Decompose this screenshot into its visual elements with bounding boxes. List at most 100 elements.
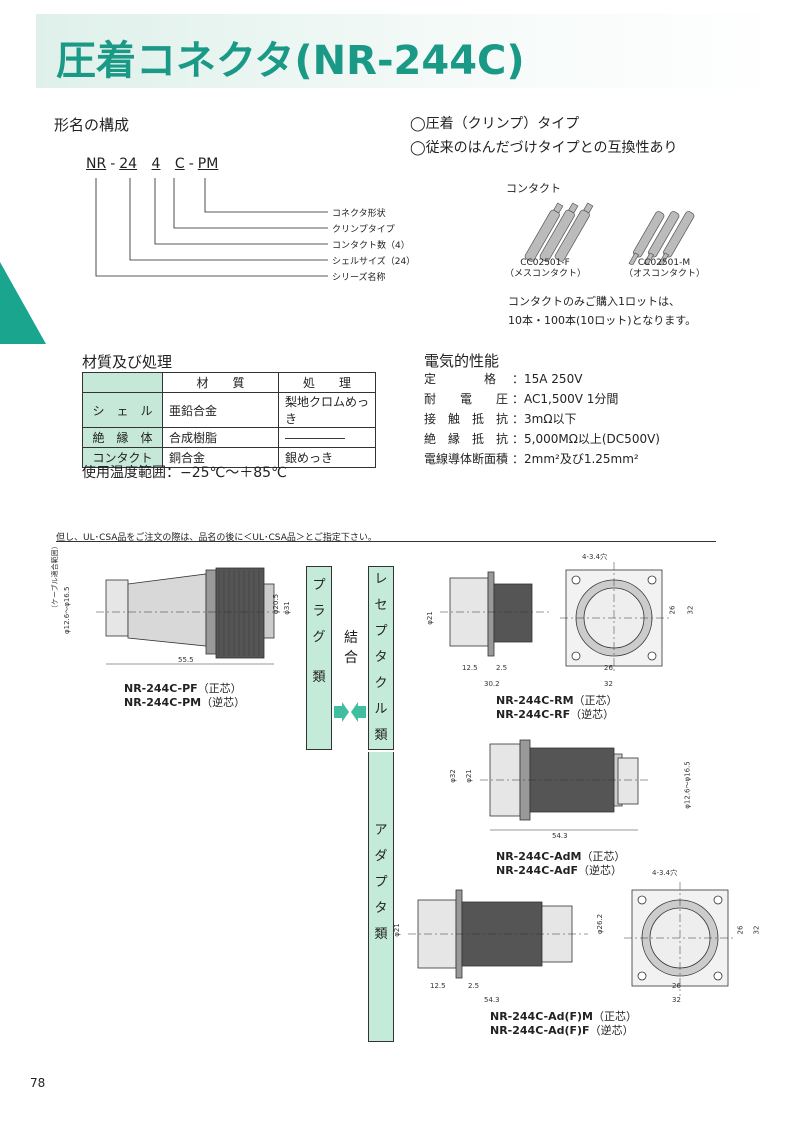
mate-char: 結 (344, 630, 358, 646)
adp-char: 類 (374, 927, 388, 942)
features: ◯圧着（クリンプ）タイプ ◯従来のはんだづけタイプとの互換性あり (410, 112, 678, 160)
plug-char: 類 (312, 670, 326, 685)
adm-length-dim: 54.3 (552, 832, 568, 840)
spec-label: 電線導体断面積 (424, 452, 509, 466)
adf-d2-dim: φ26.2 (596, 913, 605, 935)
electrical-specs: 定 格：15A 250V 耐 電 圧：AC1,500V 1分間 接 触 抵 抗：… (424, 370, 660, 470)
adm-model-2: NR-244C-AdF (496, 864, 578, 877)
plug-char: グ (312, 630, 326, 645)
rec-b-dim: 2.5 (496, 664, 508, 672)
adm-d1-dim: φ21 (464, 769, 473, 783)
adm-model-1: NR-244C-AdM (496, 850, 582, 863)
adm-cable-dim: φ12.6〜φ16.5 (683, 761, 692, 809)
table-header-row: 材 質 処 理 (82, 372, 376, 393)
adf-s1-dim: 26 (672, 982, 681, 990)
row-part: シ ェ ル (82, 392, 163, 428)
adm-d2-dim: φ32 (448, 769, 457, 783)
adm-note-2: （逆芯） (578, 864, 622, 877)
legend-contacts: コンタクト数（4） (332, 241, 410, 251)
spec-row: 接 触 抵 抗：3mΩ以下 (424, 410, 660, 430)
mate-char: 合 (344, 650, 358, 666)
plug-char: ラ (312, 604, 326, 619)
row-treatment: 梨地クロムめっき (278, 392, 376, 428)
contact-purchase-note: コンタクトのみご購入1ロットは、 10本・100本(10ロット)となります。 (508, 292, 696, 330)
table-row: 絶 縁 体 合成樹脂 ――――― (82, 427, 376, 448)
part-number-legend: コネクタ形状 クリンプタイプ コンタクト数（4） シェルサイズ（24） シリーズ… (332, 206, 415, 286)
contact-note-line1: コンタクトのみご購入1ロットは、 (508, 295, 680, 308)
pn-shell: 24 (119, 156, 138, 172)
rec-d-dim: φ21 (425, 611, 434, 625)
plug-note-2: （逆芯） (201, 696, 246, 709)
adp-char: ア (374, 823, 388, 838)
row-part: 絶 縁 体 (82, 427, 163, 448)
ul-note-rule (56, 541, 716, 542)
row-part: コンタクト (82, 447, 163, 468)
adp-char: タ (374, 901, 388, 916)
spec-value: ：15A 250V (512, 372, 583, 386)
spec-value: ：5,000MΩ以上(DC500V) (512, 432, 660, 446)
legend-series: シリーズ名称 (332, 273, 386, 283)
spec-row: 定 格：15A 250V (424, 370, 660, 390)
plug-note-1: （正芯） (197, 682, 242, 695)
adapter-m-drawing (480, 739, 650, 831)
rec-char: タ (374, 650, 388, 665)
female-contact-code: CC02501-F (520, 258, 570, 268)
rec-s2-dim: 32 (604, 680, 613, 688)
adp-char: ダ (374, 849, 388, 864)
adf-d-dim: φ21 (392, 923, 401, 937)
rec-char: ル (374, 702, 388, 717)
rec-s1v-dim: 26 (668, 605, 677, 615)
adf-b-dim: 2.5 (468, 982, 480, 990)
electrical-heading: 電気的性能 (424, 352, 500, 370)
rec-c-dim: 30.2 (484, 680, 500, 688)
adf-note-2: （逆芯） (589, 1024, 634, 1037)
pn-sep1: - (110, 156, 116, 172)
page-number: 78 (30, 1076, 46, 1090)
adf-s1v-dim: 26 (736, 925, 745, 935)
receptacle-drawing (440, 562, 670, 674)
materials-table: 材 質 処 理 シ ェ ル 亜鉛合金 梨地クロムめっき 絶 縁 体 合成樹脂 ―… (82, 372, 376, 468)
adp-char: プ (374, 875, 388, 890)
materials-heading: 材質及び処理 (82, 353, 173, 371)
plug-category-bar: プ ラ グ 類 (306, 566, 332, 750)
plug-length-dim: 55.5 (178, 656, 194, 664)
row-treatment: ――――― (278, 427, 376, 448)
pn-contacts: 4 (151, 156, 161, 172)
legend-shape: コネクタ形状 (332, 209, 386, 219)
table-row: シ ェ ル 亜鉛合金 梨地クロムめっき (82, 392, 376, 428)
plug-cable-range: （ケーブル適合範囲） (50, 542, 60, 612)
rec-a-dim: 12.5 (462, 664, 478, 672)
adf-model-2: NR-244C-Ad(F)F (490, 1024, 590, 1037)
male-contact-code: CC02501-M (637, 258, 691, 268)
rec-hole-dim: 4-3.4穴 (582, 553, 608, 561)
adf-s2v-dim: 32 (752, 925, 761, 935)
female-contact-label: CC02501-F （メスコンタクト） (505, 258, 586, 280)
ul-csa-note: 但し、UL･CSA品をご注文の際は、品名の後に＜UL･CSA品＞とご指定下さい。 (56, 533, 377, 543)
spec-row: 耐 電 圧：AC1,500V 1分間 (424, 390, 660, 410)
spec-value: ：2mm²及び1.25mm² (512, 452, 639, 466)
receptacle-caption: NR-244C-RM（正芯） NR-244C-RF（逆芯） (496, 694, 618, 722)
adf-model-1: NR-244C-Ad(F)M (490, 1010, 593, 1023)
part-number-leaders (95, 178, 328, 277)
pn-sep2: - (188, 156, 194, 172)
page-title: 圧着コネクタ(NR-244C) (56, 38, 525, 84)
male-contact-desc: （オスコンタクト） (624, 269, 706, 279)
legend-crimp: クリンプタイプ (332, 225, 395, 235)
structure-heading: 形名の構成 (54, 116, 130, 134)
rec-note-2: （逆芯） (570, 708, 615, 721)
adf-hole-dim: 4-3.4穴 (652, 869, 678, 877)
plug-d2-dim: φ31 (282, 601, 291, 615)
spec-value: ：3mΩ以下 (512, 412, 577, 426)
rec-char: セ (374, 598, 388, 613)
legend-shell: シェルサイズ（24） (332, 257, 416, 267)
temperature-range: 使用温度範囲：−25℃〜＋85℃ (82, 465, 287, 481)
header-material: 材 質 (162, 372, 279, 393)
pn-shape: PM (197, 156, 219, 172)
adapter-f-caption: NR-244C-Ad(F)M（正芯） NR-244C-Ad(F)F（逆芯） (490, 1010, 637, 1038)
row-material: 銅合金 (162, 447, 279, 468)
side-tab-marker (0, 262, 46, 344)
title-background (36, 14, 794, 88)
feature-compat: ◯従来のはんだづけタイプとの互換性あり (410, 140, 678, 156)
mate-label: 結 合 (338, 628, 364, 668)
contact-pins-illustration (524, 202, 695, 265)
